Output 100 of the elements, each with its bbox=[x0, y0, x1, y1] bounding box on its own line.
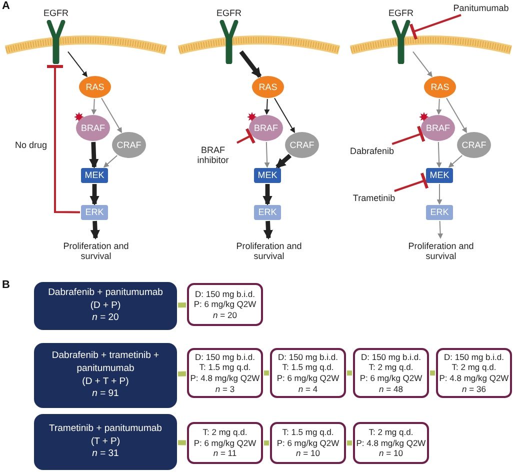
treatment-arm-box bbox=[34, 343, 177, 408]
dose-line: D: 150 mg b.i.d. bbox=[194, 288, 255, 300]
arrow bbox=[448, 155, 463, 168]
dose-line: P: 6 mg/kg Q2W bbox=[194, 299, 256, 310]
edge-label: No drug bbox=[14, 140, 48, 150]
protein-ellipse: RAS bbox=[424, 76, 456, 98]
arm-abbreviation: (D + T + P) bbox=[82, 376, 129, 388]
arrow bbox=[263, 220, 273, 240]
arrow bbox=[412, 51, 432, 78]
arrow bbox=[91, 98, 97, 115]
protein-ellipse: RAS bbox=[79, 76, 111, 98]
dose-box bbox=[187, 422, 263, 464]
protein-ellipse: BRAF bbox=[421, 115, 455, 141]
sample-size: n = 20 bbox=[92, 312, 119, 326]
protein-ellipse: RAS bbox=[252, 76, 284, 98]
pathway-text: Proliferation and survival bbox=[395, 239, 487, 263]
arrow bbox=[264, 142, 270, 168]
inhibition-line bbox=[236, 127, 256, 145]
arrow bbox=[264, 98, 270, 115]
dose-box bbox=[436, 348, 512, 398]
receptor-label: EGFR bbox=[388, 8, 414, 18]
dose-line: T: 1.5 mg q.d. bbox=[282, 427, 334, 438]
inhibition-line bbox=[392, 124, 426, 145]
dose-line: D: 150 mg b.i.d. bbox=[194, 352, 255, 362]
dose-line: T: 1.5 mg q.d. bbox=[199, 362, 251, 373]
treatment-arm-box bbox=[34, 414, 177, 470]
inhibition-line bbox=[394, 172, 429, 192]
dose-box bbox=[353, 422, 429, 464]
pathway-text: BRAF inhibitor bbox=[190, 143, 236, 167]
pathway-text: Trametinib bbox=[349, 192, 399, 204]
dose-line: D: 150 mg b.i.d. bbox=[278, 352, 338, 362]
protein-ellipse: CRAF bbox=[285, 132, 319, 158]
dose-line: P: 4.8 mg/kg Q2W bbox=[356, 438, 426, 448]
pathway-text: Dabrafenib bbox=[346, 145, 398, 157]
receptor-label: EGFR bbox=[216, 8, 242, 18]
dose-line: P: 6 mg/kg Q2W bbox=[194, 438, 256, 448]
dose-line: D: 150 mg b.i.d. bbox=[444, 352, 504, 362]
arrow bbox=[90, 220, 100, 240]
panel-letter: A bbox=[2, 0, 10, 12]
dose-line: T: 2 mg q.d. bbox=[368, 362, 414, 373]
connector-bar bbox=[347, 440, 352, 446]
inhibition-line bbox=[409, 14, 462, 41]
dose-line: D: 150 mg b.i.d. bbox=[360, 352, 421, 362]
inhibition-line bbox=[46, 65, 80, 214]
kinase-box: MEK bbox=[81, 168, 108, 183]
dose-line: T: 2 mg q.d. bbox=[202, 427, 248, 438]
sample-size: n = 3 bbox=[215, 384, 235, 394]
arm-name: Dabrafenib + trametinib + panitumumab bbox=[50, 350, 160, 376]
connector-bar bbox=[178, 440, 186, 446]
arrow bbox=[436, 184, 442, 205]
protein-ellipse: CRAF bbox=[457, 132, 491, 158]
sample-size: n = 20 bbox=[213, 310, 237, 320]
sample-size: n = 4 bbox=[298, 384, 318, 394]
dose-box bbox=[270, 422, 346, 464]
connector-bar bbox=[264, 440, 269, 446]
sample-size: n = 11 bbox=[213, 448, 237, 459]
protein-ellipse: BRAF bbox=[76, 115, 110, 141]
protein-ellipse: BRAF bbox=[249, 115, 283, 141]
arm-abbreviation: (D + P) bbox=[90, 300, 121, 312]
sample-size: n = 10 bbox=[296, 448, 320, 459]
dose-line: P: 6 mg/kg Q2W bbox=[360, 373, 422, 384]
sample-size: n = 36 bbox=[462, 384, 486, 394]
arrow bbox=[89, 142, 99, 169]
panel-letter: B bbox=[2, 279, 10, 291]
kinase-box: MEK bbox=[426, 168, 453, 183]
arrow bbox=[274, 98, 295, 134]
kinase-box: MEK bbox=[254, 168, 281, 183]
arm-abbreviation: (T + P) bbox=[90, 436, 120, 448]
arrow bbox=[438, 220, 444, 239]
dose-box bbox=[353, 348, 429, 398]
dose-line: P: 4.8 mg/kg Q2W bbox=[439, 373, 509, 384]
arrow bbox=[436, 142, 442, 168]
pathway-text: Panitumumab bbox=[449, 2, 513, 14]
arrow bbox=[90, 184, 100, 206]
arrow bbox=[446, 98, 467, 134]
kinase-box: ERK bbox=[254, 205, 281, 220]
dose-box bbox=[270, 348, 346, 398]
dose-line: T: 2 mg q.d. bbox=[452, 362, 496, 373]
arrow bbox=[101, 98, 122, 134]
dose-line: T: 2 mg q.d. bbox=[368, 427, 414, 438]
pathway-text: Proliferation and survival bbox=[50, 239, 142, 263]
protein-ellipse: CRAF bbox=[112, 132, 146, 158]
connector-bar bbox=[430, 370, 435, 376]
dose-line: P: 6 mg/kg Q2W bbox=[276, 373, 340, 384]
arrow bbox=[276, 154, 292, 169]
arrow bbox=[68, 51, 88, 78]
pathway-text: Proliferation and survival bbox=[223, 239, 315, 263]
dose-box bbox=[187, 348, 263, 398]
dose-line: P: 4.8 mg/kg Q2W bbox=[190, 373, 260, 384]
sample-size: n = 31 bbox=[92, 448, 119, 462]
dose-line: T: 1.5 mg q.d. bbox=[282, 362, 334, 373]
connector-bar bbox=[178, 302, 186, 308]
connector-bar bbox=[178, 371, 186, 376]
receptor-label: EGFR bbox=[44, 8, 69, 18]
kinase-box: ERK bbox=[426, 205, 453, 220]
dose-line: P: 6 mg/kg Q2W bbox=[276, 438, 340, 448]
connector-bar bbox=[264, 370, 269, 376]
sample-size: n = 48 bbox=[379, 384, 403, 394]
connector-bar bbox=[347, 370, 352, 376]
arrow bbox=[103, 155, 118, 168]
